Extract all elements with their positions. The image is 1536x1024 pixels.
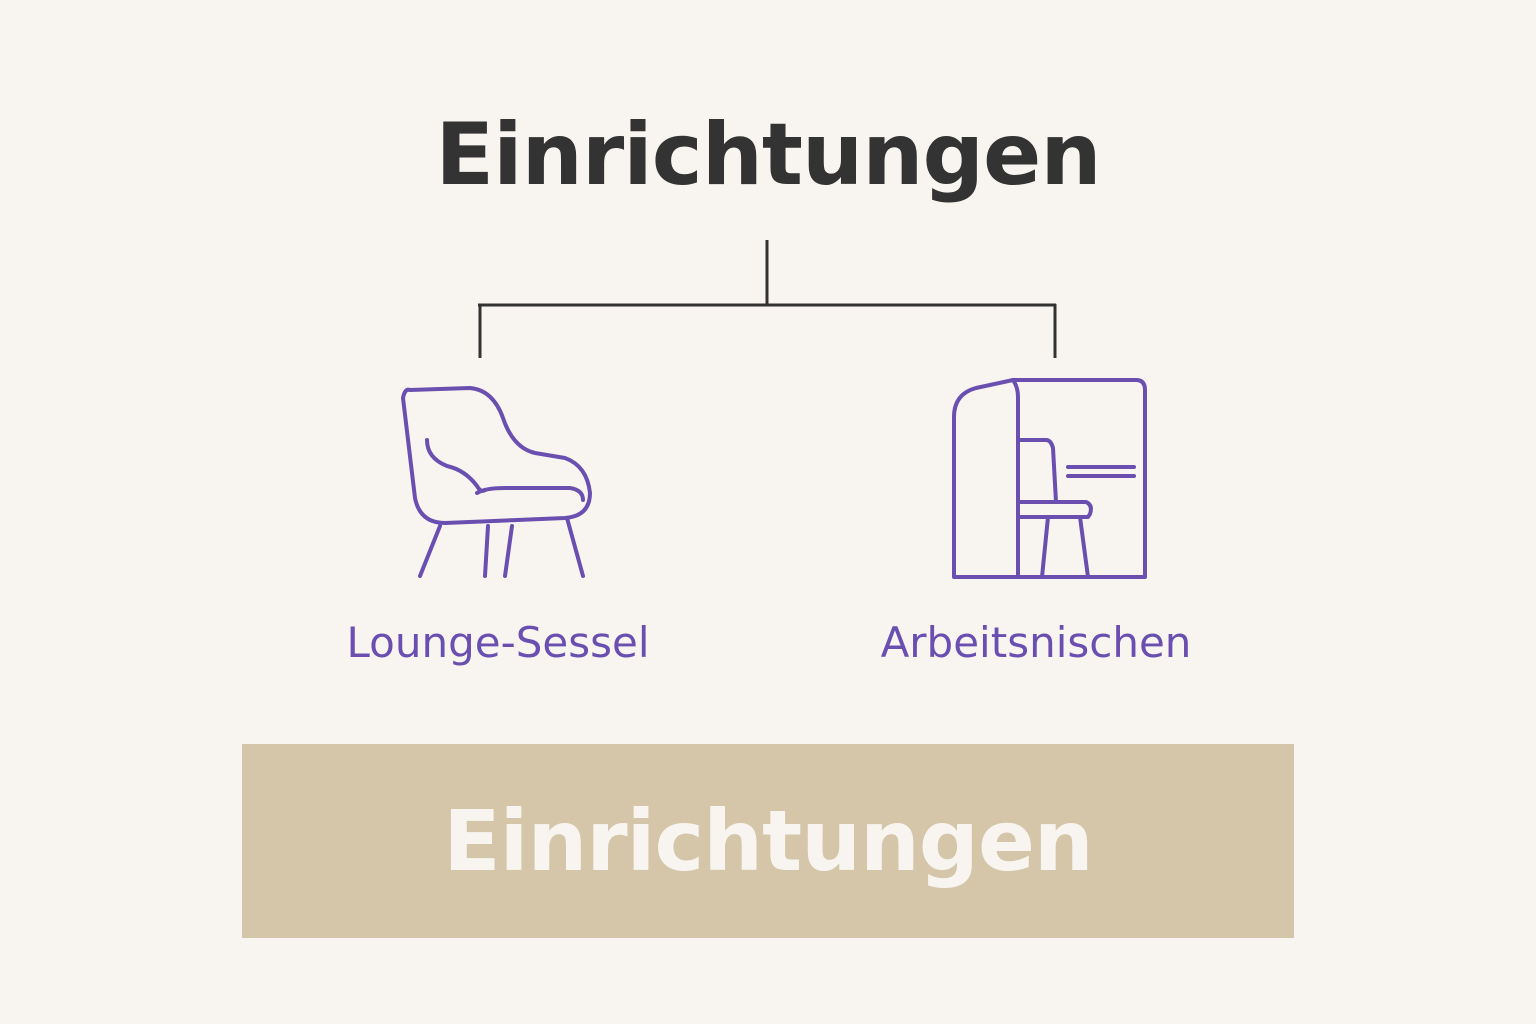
lounge-chair-label: Lounge-Sessel xyxy=(346,618,650,667)
banner-text: Einrichtungen xyxy=(443,792,1093,890)
bottom-banner: Einrichtungen xyxy=(242,744,1294,938)
lounge-chair-icon xyxy=(401,386,592,578)
work-booth-label: Arbeitsnischen xyxy=(880,618,1192,667)
diagram-title: Einrichtungen xyxy=(435,105,1101,205)
work-booth-icon xyxy=(952,378,1147,579)
